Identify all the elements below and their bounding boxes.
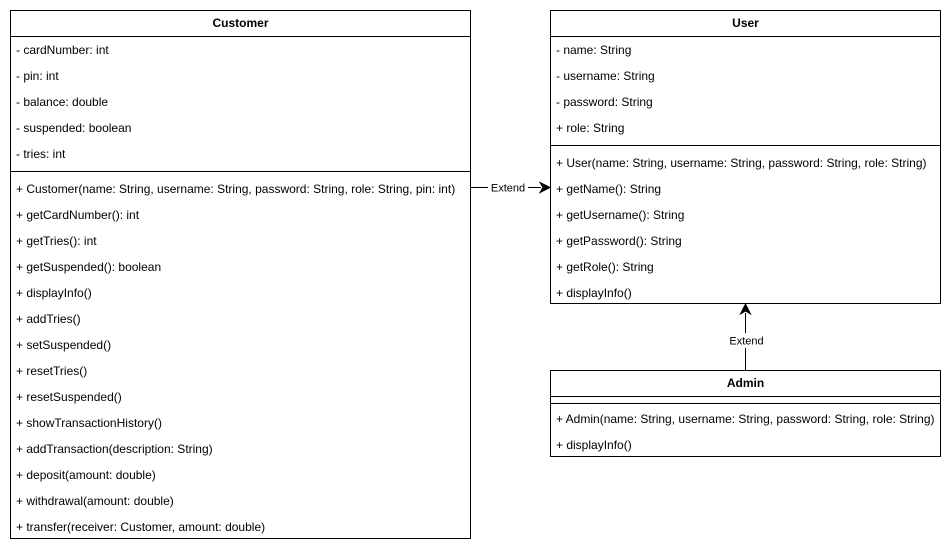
user-class-name: User [551, 11, 940, 37]
customer-method: + resetTries() [16, 364, 88, 378]
customer-class-name: Customer [11, 11, 470, 37]
customer-method: + Customer(name: String, username: Strin… [16, 182, 456, 196]
customer-attribute: - tries: int [16, 147, 66, 161]
customer-method: + getCardNumber(): int [16, 208, 140, 222]
customer-method: + deposit(amount: double) [16, 468, 156, 482]
customer-user-label-bg [488, 180, 528, 195]
admin-method: + Admin(name: String, username: String, … [556, 412, 935, 426]
user-attribute: + role: String [556, 121, 625, 135]
admin-user-extend-label: Extend [729, 336, 763, 348]
customer-method: + resetSuspended() [16, 390, 122, 404]
admin-user-extend-edge[interactable]: Extend [726, 302, 766, 370]
customer-method: + showTransactionHistory() [16, 416, 162, 430]
customer-method: + setSuspended() [16, 338, 112, 352]
customer-method: + withdrawal(amount: double) [16, 494, 174, 508]
customer-attribute: - cardNumber: int [16, 43, 109, 57]
user-method: + getPassword(): String [556, 234, 682, 248]
user-method: + displayInfo() [556, 286, 632, 300]
user-attribute: - username: String [556, 69, 655, 83]
customer-method: + transfer(receiver: Customer, amount: d… [16, 520, 266, 534]
customer-methods: + Customer(name: String, username: Strin… [11, 172, 470, 540]
user-attribute: - name: String [556, 43, 632, 57]
customer-attributes: - cardNumber: int - pin: int - balance: … [11, 37, 470, 172]
admin-user-label-bg [726, 333, 766, 348]
user-attribute: - password: String [556, 95, 653, 109]
user-methods: + User(name: String, username: String, p… [551, 146, 940, 306]
customer-attribute: - pin: int [16, 69, 59, 83]
customer-user-arrowhead [538, 181, 552, 194]
customer-method: + addTries() [16, 312, 81, 326]
admin-attributes-divider [551, 397, 940, 404]
customer-method: + displayInfo() [16, 286, 92, 300]
customer-user-extend-edge[interactable]: Extend [471, 180, 552, 195]
user-method: + User(name: String, username: String, p… [556, 156, 927, 170]
customer-attribute: - balance: double [16, 95, 109, 109]
customer-method: + getTries(): int [16, 234, 97, 248]
customer-method: + getSuspended(): boolean [16, 260, 162, 274]
admin-method: + displayInfo() [556, 438, 632, 452]
customer-attribute: - suspended: boolean [16, 121, 132, 135]
user-method: + getUsername(): String [556, 208, 685, 222]
user-method: + getName(): String [556, 182, 662, 196]
user-method: + getRole(): String [556, 260, 654, 274]
user-attributes: - name: String - username: String - pass… [551, 37, 940, 146]
customer-class[interactable]: Customer - cardNumber: int - pin: int - … [10, 10, 471, 539]
customer-user-extend-label: Extend [491, 183, 525, 195]
admin-class[interactable]: Admin + Admin(name: String, username: St… [550, 370, 941, 457]
admin-methods: + Admin(name: String, username: String, … [551, 404, 940, 458]
admin-user-arrowhead [739, 302, 752, 316]
user-class[interactable]: User - name: String - username: String -… [550, 10, 941, 304]
admin-class-name: Admin [551, 371, 940, 397]
customer-method: + addTransaction(description: String) [16, 442, 213, 456]
